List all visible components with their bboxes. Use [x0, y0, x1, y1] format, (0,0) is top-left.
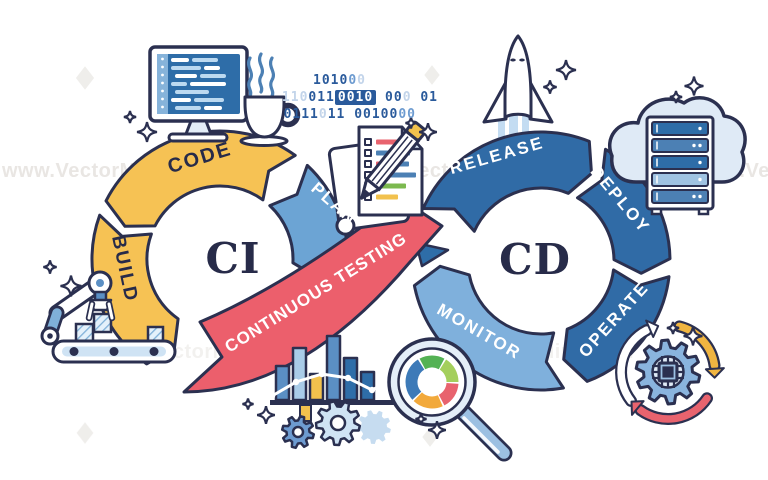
gears-icon	[280, 400, 362, 450]
code-arrow	[104, 129, 297, 228]
pie-chart	[405, 355, 459, 409]
conveyor-icon	[51, 322, 177, 364]
plan-document-icon	[327, 120, 427, 236]
code-lines	[171, 58, 226, 110]
testing-banner	[182, 196, 444, 394]
operate-arrow	[562, 268, 671, 383]
robot-arm-icon	[40, 270, 177, 364]
loop-fragment	[414, 241, 450, 268]
chip-pins	[652, 356, 684, 388]
steam-icon	[246, 52, 276, 98]
monitor-arrow	[412, 264, 565, 392]
release-arrow	[421, 130, 593, 233]
gear-icon	[357, 410, 391, 444]
cloud-server-icon	[608, 96, 747, 216]
cd-title: CD	[499, 235, 571, 284]
coffee-cup-icon	[239, 52, 301, 147]
pencil-icon	[360, 120, 427, 200]
magnifier-pie-icon	[387, 337, 513, 462]
bar-chart-icon	[268, 334, 398, 450]
gear-chip-icon	[615, 319, 725, 425]
server-bays	[651, 121, 709, 204]
ci-title: CI	[205, 234, 261, 283]
monitor-icon	[148, 45, 249, 143]
chip-icon	[657, 361, 679, 383]
